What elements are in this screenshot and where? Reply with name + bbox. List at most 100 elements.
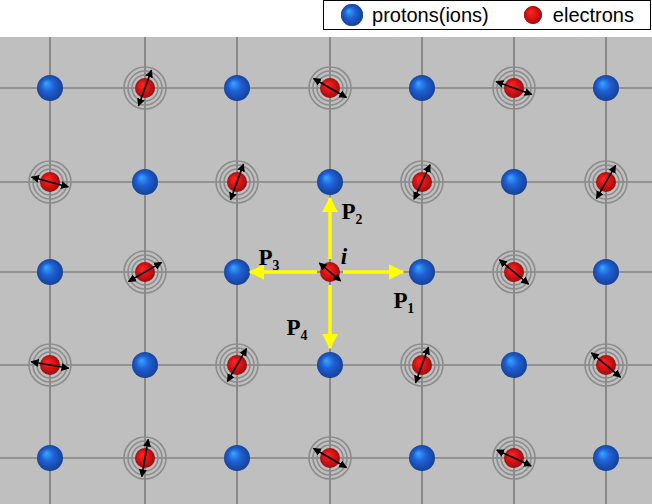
oscillation-ring bbox=[124, 251, 166, 293]
electron-site bbox=[216, 161, 258, 203]
proton-ball bbox=[593, 75, 619, 101]
oscillation-ring bbox=[493, 251, 535, 293]
proton-ball bbox=[593, 445, 619, 471]
ground bbox=[0, 37, 652, 504]
proton-ball bbox=[37, 259, 63, 285]
momentum-arrows bbox=[250, 198, 403, 348]
oscillation-ring bbox=[493, 437, 535, 479]
oscillation-ring bbox=[128, 71, 162, 105]
electron-ball bbox=[320, 262, 340, 282]
electron-site bbox=[319, 262, 340, 282]
oscillation-arrow bbox=[314, 449, 347, 468]
oscillation-ring bbox=[29, 161, 71, 203]
momentum-label: P₂ bbox=[342, 200, 363, 223]
oscillation-ring bbox=[497, 255, 531, 289]
swatch-ball bbox=[341, 4, 363, 26]
momentum-arrow bbox=[343, 270, 403, 274]
proton-ball bbox=[132, 169, 158, 195]
proton-ball bbox=[317, 352, 343, 378]
oscillation-ring bbox=[313, 441, 347, 475]
electron-site bbox=[493, 251, 535, 293]
proton-ball bbox=[37, 75, 63, 101]
oscillation-arrow bbox=[591, 353, 620, 377]
momentum-arrow bbox=[250, 270, 317, 274]
oscillation-arrow bbox=[142, 439, 149, 476]
site-index: i bbox=[341, 245, 347, 268]
oscillation-ring bbox=[497, 71, 531, 105]
oscillation-ring bbox=[585, 161, 627, 203]
electron-site bbox=[124, 437, 166, 479]
electron-site bbox=[493, 437, 535, 479]
oscillation-ring bbox=[309, 437, 351, 479]
electron-site bbox=[309, 67, 351, 109]
oscillation-arrow bbox=[231, 164, 244, 200]
oscillation-ring bbox=[220, 348, 254, 382]
proton-ball bbox=[593, 259, 619, 285]
legend-text: protons(ions) bbox=[372, 4, 489, 27]
oscillation-ring bbox=[309, 67, 351, 109]
oscillation-ring bbox=[220, 165, 254, 199]
oscillation-arrow bbox=[597, 166, 616, 199]
oscillation-ring bbox=[589, 165, 623, 199]
swatch-shading bbox=[524, 6, 542, 24]
oscillation-ring bbox=[405, 348, 439, 382]
oscillation-ring bbox=[29, 344, 71, 386]
electron-site bbox=[216, 344, 258, 386]
legend-item: protons(ions) bbox=[340, 3, 489, 27]
proton-ball bbox=[501, 169, 527, 195]
oscillation-arrow bbox=[139, 70, 152, 106]
oscillation-arrow bbox=[496, 82, 532, 95]
swatch-shading bbox=[341, 4, 363, 26]
legend-text: electrons bbox=[553, 4, 634, 27]
proton-ball bbox=[501, 352, 527, 378]
electron-site bbox=[124, 251, 166, 293]
proton-ball bbox=[224, 75, 250, 101]
electron-site bbox=[401, 344, 443, 386]
electron-site bbox=[401, 161, 443, 203]
oscillation-ring bbox=[216, 344, 258, 386]
oscillation-ring bbox=[124, 67, 166, 109]
legend-box: protons(ions) electrons bbox=[323, 0, 651, 30]
oscillation-arrow bbox=[499, 260, 528, 284]
electron-site bbox=[585, 161, 627, 203]
legend-swatch bbox=[521, 3, 545, 27]
proton-ball bbox=[409, 75, 435, 101]
oscillation-ring bbox=[128, 255, 162, 289]
proton-ball bbox=[132, 352, 158, 378]
electron-site bbox=[309, 437, 351, 479]
proton-ball bbox=[37, 445, 63, 471]
momentum-arrow bbox=[328, 198, 332, 259]
oscillation-arrow bbox=[416, 347, 429, 383]
oscillation-arrow bbox=[319, 263, 340, 281]
oscillation-ring bbox=[401, 161, 443, 203]
oscillation-ring bbox=[124, 437, 166, 479]
oscillation-ring bbox=[405, 165, 439, 199]
electron-site bbox=[493, 67, 535, 109]
electron-site bbox=[585, 344, 627, 386]
momentum-label: P₄ bbox=[287, 316, 308, 339]
electron-site bbox=[29, 344, 71, 386]
proton-ball bbox=[224, 259, 250, 285]
oscillation-arrow bbox=[129, 263, 162, 282]
proton-ball bbox=[409, 445, 435, 471]
oscillation-arrow bbox=[32, 177, 69, 187]
oscillation-arrow bbox=[497, 450, 531, 466]
oscillation-arrow bbox=[314, 79, 347, 98]
oscillation-ring bbox=[313, 71, 347, 105]
oscillation-arrow bbox=[414, 165, 430, 199]
grid-lines bbox=[0, 37, 652, 504]
electron-site bbox=[124, 67, 166, 109]
oscillation-ring bbox=[589, 348, 623, 382]
oscillation-arrow bbox=[31, 362, 68, 369]
legend-swatch bbox=[340, 3, 364, 27]
oscillation-ring bbox=[497, 441, 531, 475]
proton-ball bbox=[317, 169, 343, 195]
oscillation-ring bbox=[493, 67, 535, 109]
momentum-label: P₁ bbox=[394, 289, 415, 312]
swatch-ball bbox=[524, 6, 542, 24]
proton-ball bbox=[409, 259, 435, 285]
electron-site bbox=[29, 161, 71, 203]
momentum-arrow bbox=[328, 285, 332, 348]
oscillation-ring bbox=[401, 344, 443, 386]
